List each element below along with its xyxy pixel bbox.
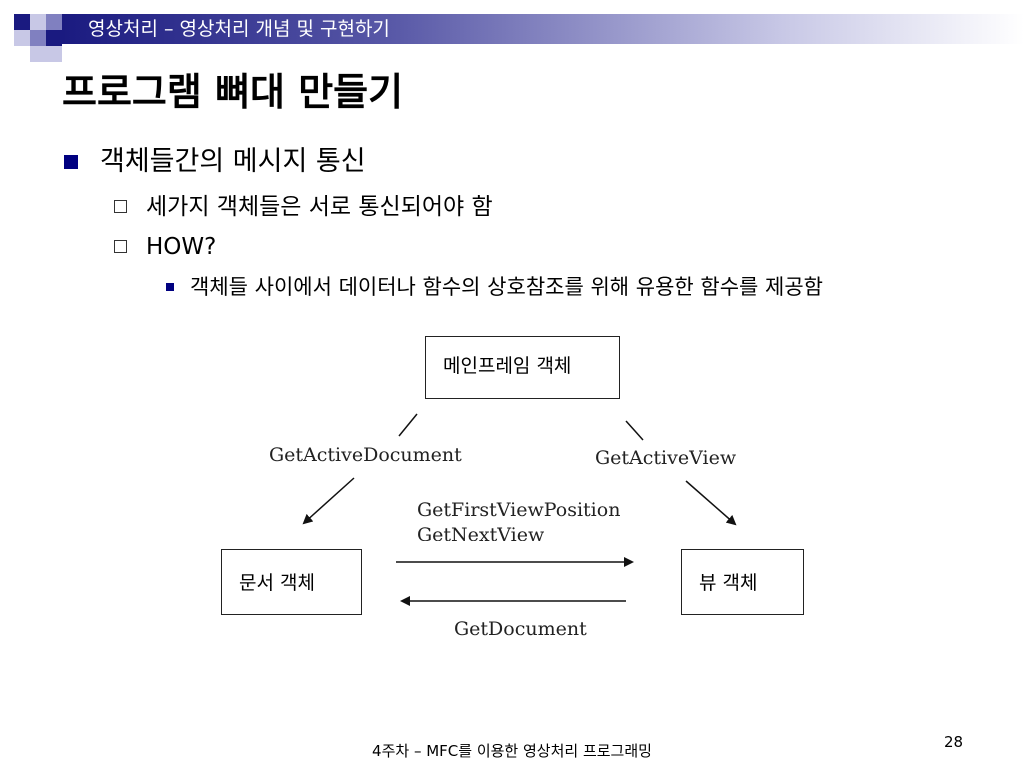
get-document-label: GetDocument	[454, 618, 587, 640]
arrow-to-view	[685, 480, 737, 526]
get-active-document-label: GetActiveDocument	[269, 444, 462, 466]
document-object-box: 문서 객체	[221, 549, 362, 615]
page-number: 28	[944, 733, 964, 751]
arrow-to-document	[302, 477, 355, 525]
bullet-level2-2: HOW?	[146, 234, 217, 260]
document-object-label: 문서 객체	[239, 572, 315, 594]
bullet-level3: 객체들 사이에서 데이터나 함수의 상호참조를 위해 유용한 함수를 제공함	[190, 275, 823, 299]
bullet-marker-level1	[64, 155, 78, 169]
mainframe-object-label: 메인프레임 객체	[443, 355, 572, 377]
page-title: 프로그램 뼈대 만들기	[62, 70, 404, 114]
mainframe-object-box: 메인프레임 객체	[425, 336, 620, 399]
get-active-view-label: GetActiveView	[595, 447, 737, 469]
bullet-level2-1: 세가지 객체들은 서로 통신되어야 함	[146, 194, 493, 220]
mainframe-to-view-tick	[625, 420, 644, 441]
get-next-view-label: GetNextView	[417, 524, 545, 541]
bullet-level1: 객체들간의 메시지 통신	[100, 146, 366, 177]
bullet-marker-level3	[166, 283, 174, 291]
header-title: 영상처리 – 영상처리 개념 및 구현하기	[88, 18, 390, 40]
get-first-view-position-label: GetFirstViewPosition	[417, 499, 621, 521]
header-bar	[62, 14, 1024, 44]
footer-text: 4주차 – MFC를 이용한 영상처리 프로그래밍	[372, 742, 652, 760]
mainframe-to-document-tick	[398, 413, 418, 437]
view-object-label: 뷰 객체	[699, 572, 758, 594]
bullet-marker-level2	[114, 240, 127, 253]
bullet-marker-level2	[114, 200, 127, 213]
view-object-box: 뷰 객체	[681, 549, 804, 615]
